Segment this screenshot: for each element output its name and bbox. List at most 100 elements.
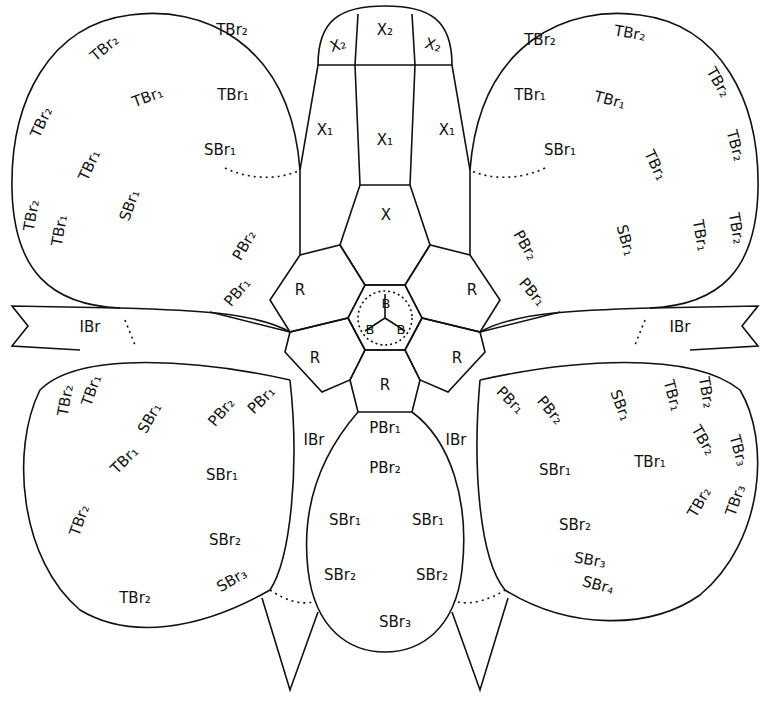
plate-label: R bbox=[467, 283, 477, 298]
plate-label: TBr₁ bbox=[634, 455, 666, 470]
arm-outline bbox=[12, 13, 300, 332]
basal-circle bbox=[358, 291, 412, 345]
plate-label: TBr₁ bbox=[642, 147, 669, 182]
plate-label: SBr₂ bbox=[209, 533, 241, 548]
plate-label: SBr₃ bbox=[573, 550, 607, 570]
plate-label: SBr₁ bbox=[539, 463, 571, 478]
plate-label: SBr₁ bbox=[206, 468, 238, 483]
plate-label: PBr₂ bbox=[206, 395, 238, 429]
plate-label: PBr₁ bbox=[516, 275, 548, 309]
dotted-boundary bbox=[270, 590, 312, 603]
plate-label: TBr₂ bbox=[686, 485, 715, 520]
arm-outline bbox=[477, 363, 758, 621]
interbrachial-process bbox=[12, 306, 290, 350]
plate-label: PBr₂ bbox=[534, 393, 566, 427]
plate-label: TBr₁ bbox=[50, 213, 70, 247]
plate-label: TBr₂ bbox=[726, 211, 746, 245]
plate-label: SBr₂ bbox=[559, 518, 591, 533]
arm-outline bbox=[306, 412, 463, 652]
plate-label: SBr₁ bbox=[204, 143, 236, 158]
plate-label: TBr₂ bbox=[88, 32, 122, 64]
plate-label: R bbox=[295, 283, 305, 298]
plate-label: TBr₁ bbox=[109, 444, 142, 477]
radial-plate bbox=[405, 245, 500, 332]
plate-label: SBr₃ bbox=[214, 566, 249, 595]
plate-label: TBr₃ bbox=[724, 483, 749, 518]
plate-label: B bbox=[397, 323, 406, 336]
plate-label: PBr₁ bbox=[222, 275, 254, 309]
anal-top bbox=[318, 6, 452, 65]
plate-label: SBr₁ bbox=[544, 143, 576, 158]
plate-label: TBr₂ bbox=[68, 503, 93, 538]
radial-plate bbox=[285, 318, 365, 392]
plate-label: SBr₁ bbox=[412, 513, 444, 528]
interbrachial-process bbox=[480, 306, 758, 350]
plate-label: R bbox=[380, 378, 390, 393]
plate-label: TBr₂ bbox=[56, 383, 76, 417]
plate-label: SBr₁ bbox=[607, 387, 632, 422]
plate-label: B bbox=[366, 323, 375, 336]
dotted-boundary bbox=[635, 320, 645, 345]
dotted-boundary bbox=[125, 320, 135, 345]
plate-label: IBr bbox=[446, 433, 467, 448]
plate-label: SBr₄ bbox=[581, 574, 616, 597]
dotted-boundary bbox=[225, 168, 300, 177]
plate-label: TBr₂ bbox=[22, 198, 42, 232]
plate-label: X₂ bbox=[328, 36, 348, 55]
arm-outline bbox=[24, 363, 294, 628]
plate-label: R bbox=[310, 351, 320, 366]
plate-label: TBr₃ bbox=[727, 433, 750, 467]
plate-label: PBr₁ bbox=[494, 384, 527, 417]
plate-label: TBr₁ bbox=[77, 147, 104, 182]
plate-label: X bbox=[381, 208, 391, 223]
plate-label: SBr₁ bbox=[136, 400, 165, 435]
plate-label: IBr bbox=[80, 320, 101, 335]
dotted-boundary bbox=[470, 168, 545, 177]
plate-label: PBr₁ bbox=[246, 384, 279, 417]
plate-label: PBr₁ bbox=[369, 421, 401, 436]
plate-label: SBr₂ bbox=[416, 568, 448, 583]
plate-label: TBr₂ bbox=[724, 128, 747, 162]
interbrachial-process bbox=[452, 598, 508, 690]
dotted-boundary bbox=[458, 590, 505, 603]
plate-label: TBr₁ bbox=[661, 378, 684, 412]
plate-label: X₁ bbox=[377, 133, 393, 148]
plate-label: X₂ bbox=[423, 36, 443, 55]
plate-label: PBr₂ bbox=[369, 461, 401, 476]
plate-label: TBr₂ bbox=[119, 591, 151, 606]
plate-label: TBr₂ bbox=[696, 375, 716, 409]
arm-outline bbox=[470, 13, 758, 332]
anal-column bbox=[300, 65, 470, 255]
radial-plate bbox=[405, 318, 485, 392]
plate-label: SBr₁ bbox=[329, 513, 361, 528]
anal-plate bbox=[340, 185, 430, 285]
interbrachial-process bbox=[262, 598, 318, 690]
plate-label: TBr₂ bbox=[689, 423, 718, 458]
plate-label: TBr₁ bbox=[593, 89, 627, 112]
plate-label: TBr₁ bbox=[690, 218, 710, 252]
plate-label: B bbox=[382, 297, 391, 310]
plate-label: SBr₂ bbox=[324, 568, 356, 583]
plate-label: IBr bbox=[670, 320, 691, 335]
plate-label: X₁ bbox=[439, 123, 455, 138]
plate-label: TBr₁ bbox=[514, 88, 546, 103]
plate-label: SBr₁ bbox=[117, 187, 142, 222]
plate-label: SBr₁ bbox=[614, 223, 637, 258]
anal-top-sutures bbox=[355, 14, 415, 65]
plate-label: IBr bbox=[304, 433, 325, 448]
plate-label: TBr₁ bbox=[217, 88, 249, 103]
plate-label: X₂ bbox=[377, 23, 393, 38]
plate-label: TBr₁ bbox=[80, 373, 105, 408]
plate-label: TBr₁ bbox=[131, 85, 166, 110]
plate-label: TBr₂ bbox=[613, 23, 647, 43]
radial-plate bbox=[270, 245, 365, 332]
plate-label: PBr₂ bbox=[511, 228, 540, 263]
plate-label: R bbox=[452, 351, 462, 366]
plate-label: TBr₂ bbox=[216, 23, 248, 38]
plate-label: TBr₂ bbox=[29, 104, 56, 139]
plate-label: TBr₂ bbox=[524, 33, 556, 48]
plate-label: PBr₂ bbox=[231, 228, 260, 263]
plate-label: SBr₃ bbox=[379, 615, 411, 630]
plate-label: X₁ bbox=[317, 123, 333, 138]
